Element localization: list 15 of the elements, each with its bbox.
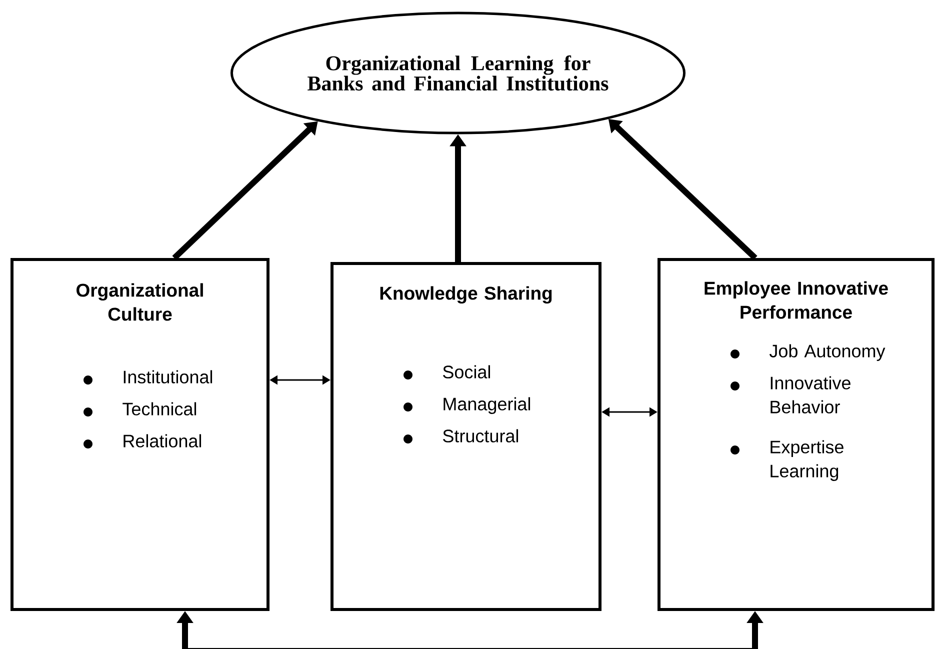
box xyxy=(330,262,602,611)
list-item: Technical xyxy=(122,402,196,416)
heading: Organizational Culture xyxy=(76,283,203,321)
heading: Knowledge Sharing xyxy=(380,286,552,304)
list-item: Social xyxy=(443,365,490,378)
list-item: Structural xyxy=(443,429,518,442)
list-item: Innovative Behavior xyxy=(770,376,850,414)
box xyxy=(10,258,270,611)
box xyxy=(658,258,934,611)
list-item: Relational xyxy=(124,434,202,448)
list-item: Managerial xyxy=(444,397,530,414)
list-item: Institutional xyxy=(124,370,212,384)
heading: Employee Innovative Performance xyxy=(704,281,888,319)
list-item: Expertise Learning xyxy=(770,440,844,481)
list-item: Job Autonomy xyxy=(770,344,886,361)
